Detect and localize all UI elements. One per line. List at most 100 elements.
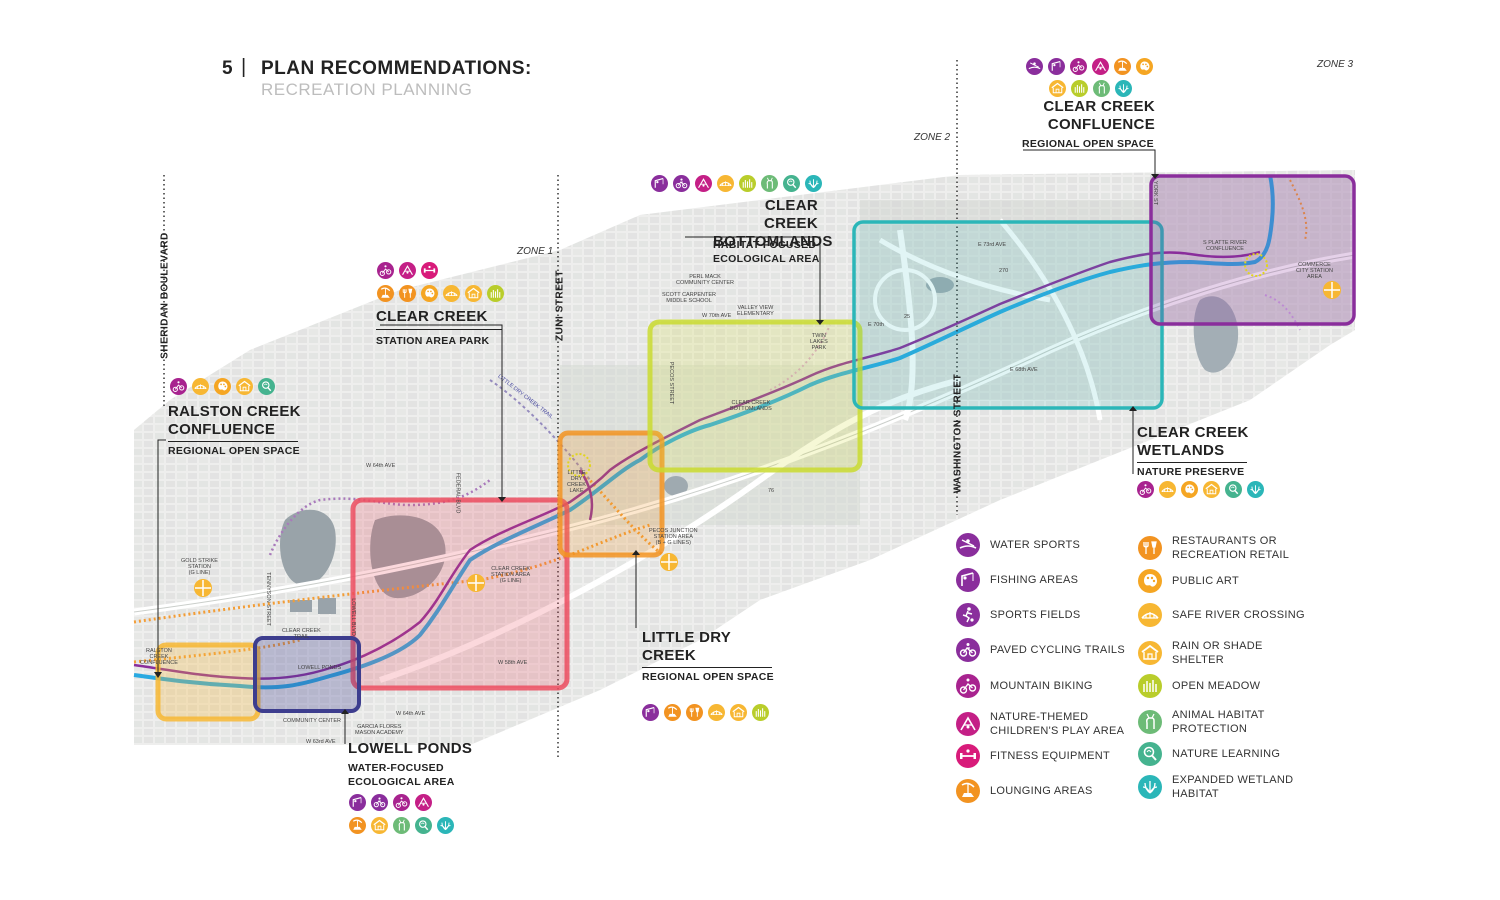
- wetland-icon: [1247, 481, 1264, 498]
- meadow-icon: [1138, 674, 1162, 698]
- street-washington: WASHINGTON STREET: [952, 373, 964, 494]
- site-title-2: CREEK: [642, 647, 697, 664]
- site-type: REGIONAL OPEN SPACE: [1022, 138, 1154, 150]
- art-icon: [1181, 481, 1198, 498]
- legend-item-left-3: PAVED CYCLING TRAILS: [956, 638, 1125, 662]
- magnifier-icon: [1225, 481, 1242, 498]
- label-perl-mack: PERL MACK COMMUNITY CENTER: [676, 274, 734, 286]
- restaurant-icon: [686, 704, 703, 721]
- site-clear-creek-wetlands: CLEAR CREEK WETLANDS NATURE PRESERVE: [1137, 424, 1249, 479]
- bridge-icon: [708, 704, 725, 721]
- shelter-icon: [465, 285, 482, 302]
- fishing-icon: [651, 175, 668, 192]
- legend-label: ANIMAL HABITAT PROTECTION: [1172, 709, 1265, 735]
- legend-label: PAVED CYCLING TRAILS: [990, 644, 1125, 656]
- site-title: CLEAR CREEK: [763, 197, 818, 232]
- site-type: REGIONAL OPEN SPACE: [642, 671, 774, 683]
- page-title: PLAN RECOMMENDATIONS:: [261, 58, 532, 79]
- playground-icon: [1092, 58, 1109, 75]
- bridge-icon: [443, 285, 460, 302]
- legend-label: RESTAURANTS OR RECREATION RETAIL: [1172, 535, 1290, 561]
- site-title: LOWELL PONDS: [348, 740, 473, 757]
- legend-label: FISHING AREAS: [990, 574, 1079, 586]
- header-separator: |: [241, 56, 247, 78]
- site-title-2: WETLANDS: [1137, 442, 1225, 459]
- confluence-box: [1149, 174, 1356, 326]
- kayak-icon: [1026, 58, 1043, 75]
- lowell-ponds-box: [253, 636, 361, 713]
- magnifier-icon: [415, 817, 432, 834]
- bridge-icon: [1138, 603, 1162, 627]
- bridge-icon: [1159, 481, 1176, 498]
- art-icon: [1138, 569, 1162, 593]
- wetland-icon: [805, 175, 822, 192]
- label-lowell-blvd: LOWELL BLVD: [349, 598, 356, 636]
- legend-item-right-7: EXPANDED WETLAND HABITAT: [1138, 773, 1293, 801]
- wetland-icon: [1138, 775, 1162, 799]
- bike-icon: [956, 638, 980, 662]
- site-clear-creek-confluence: CLEAR CREEK CONFLUENCE: [1022, 98, 1155, 134]
- legend-item-left-0: WATER SPORTS: [956, 533, 1080, 557]
- shelter-icon: [730, 704, 747, 721]
- deer-icon: [393, 817, 410, 834]
- label-w64b: W 64th AVE: [396, 711, 426, 717]
- bridge-icon: [717, 175, 734, 192]
- bike-icon: [673, 175, 690, 192]
- legend-label: NATURE LEARNING: [1172, 748, 1281, 760]
- legend-item-right-6: NATURE LEARNING: [1138, 742, 1280, 766]
- playground-icon: [695, 175, 712, 192]
- label-cc-station: CLEAR CREEK STATION AREA (G LINE): [491, 566, 531, 584]
- label-ralston-map: RALSTON CREEK CONFLUENCE: [140, 648, 178, 666]
- label-little-dry-lake: LITTLE DRY CREEK LAKE: [567, 470, 586, 494]
- site-type: REGIONAL OPEN SPACE: [168, 445, 300, 457]
- label-e73: E 73rd AVE: [978, 242, 1007, 248]
- legend-item-right-5: ANIMAL HABITAT PROTECTION: [1138, 708, 1265, 736]
- legend-item-left-5: NATURE-THEMED CHILDREN'S PLAY AREA: [956, 710, 1124, 738]
- mountain-bike-icon: [170, 378, 187, 395]
- site-type: WATER-FOCUSED: [348, 762, 444, 774]
- legend-item-left-2: SPORTS FIELDS: [956, 603, 1081, 627]
- clear-creek-river: [133, 174, 1275, 690]
- site-title: CLEAR CREEK: [376, 308, 488, 325]
- mountain-bike-icon: [393, 794, 410, 811]
- legend-item-right-4: OPEN MEADOW: [1138, 674, 1260, 698]
- site-title: CLEAR CREEK: [1137, 424, 1249, 441]
- legend-item-left-6: FITNESS EQUIPMENT: [956, 744, 1110, 768]
- label-garcia: GARCIA FLORES MASON ACADEMY: [355, 724, 404, 736]
- playground-icon: [399, 262, 416, 279]
- legend-item-right-3: RAIN OR SHADE SHELTER: [1138, 639, 1263, 667]
- shelter-icon: [371, 817, 388, 834]
- mountain-bike-icon: [956, 674, 980, 698]
- lounge-icon: [956, 779, 980, 803]
- legend-item-right-1: PUBLIC ART: [1138, 569, 1239, 593]
- site-type: HABITAT-FOCUSED: [713, 239, 817, 251]
- legend-label: FITNESS EQUIPMENT: [990, 750, 1110, 762]
- deer-icon: [761, 175, 778, 192]
- zone-1-label: ZONE 1: [517, 246, 554, 257]
- label-w58: W 58th AVE: [498, 660, 528, 666]
- fishing-icon: [642, 704, 659, 721]
- bottomlands-box: [647, 319, 863, 473]
- legend-item-left-7: LOUNGING AREAS: [956, 779, 1093, 803]
- label-s-platte: S PLATTE RIVER CONFLUENCE: [1203, 240, 1247, 252]
- site-type: NATURE PRESERVE: [1137, 466, 1245, 478]
- shelter-icon: [1203, 481, 1220, 498]
- ralston-box: [155, 642, 261, 722]
- fitness-icon: [421, 262, 438, 279]
- magnifier-icon: [258, 378, 275, 395]
- mountain-bike-icon: [377, 262, 394, 279]
- station-area-box: [350, 497, 570, 691]
- restaurant-icon: [399, 285, 416, 302]
- wetlands-box: [852, 220, 1164, 410]
- mountain-bike-icon: [1070, 58, 1087, 75]
- lounge-icon: [664, 704, 681, 721]
- shelter-icon: [1049, 80, 1066, 97]
- legend-label: NATURE-THEMED CHILDREN'S PLAY AREA: [990, 711, 1125, 737]
- lounge-icon: [1114, 58, 1131, 75]
- label-twin-lakes: TWIN LAKES PARK: [810, 333, 828, 351]
- wetland-icon: [437, 817, 454, 834]
- label-gold-strike: GOLD STRIKE STATION (G LINE): [181, 558, 218, 576]
- legend-item-left-1: FISHING AREAS: [956, 568, 1078, 592]
- shelter-icon: [236, 378, 253, 395]
- sports-icon: [956, 603, 980, 627]
